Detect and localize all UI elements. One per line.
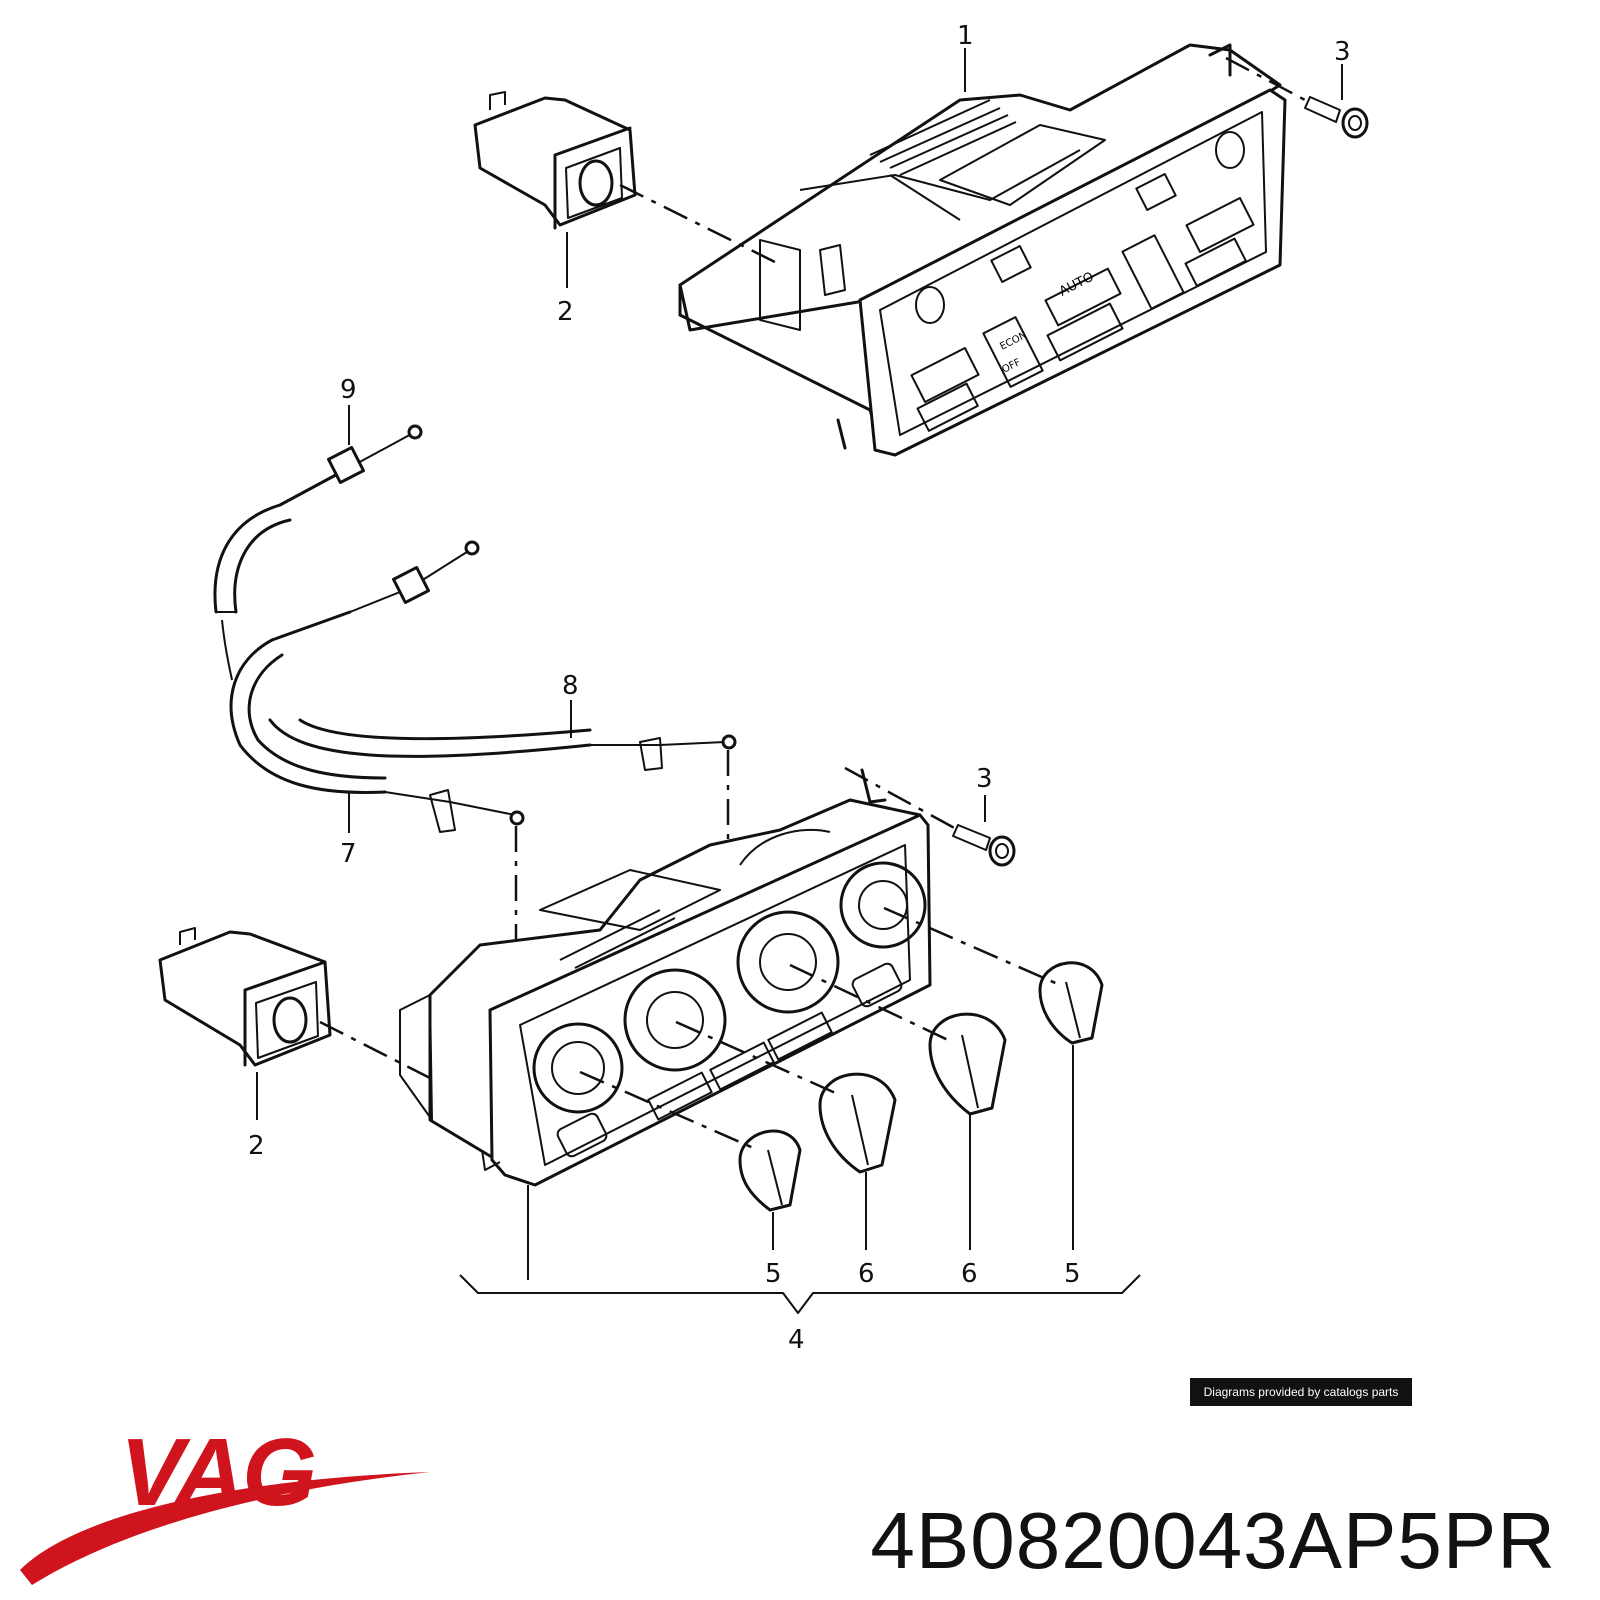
screw-lower: [952, 824, 1016, 867]
callout-3-lower: 3: [976, 764, 993, 794]
vag-logo: VAG: [20, 1419, 430, 1585]
callout-3-upper: 3: [1334, 37, 1351, 67]
logo-swoosh: [20, 1472, 430, 1585]
climate-control-unit-lower: [399, 768, 932, 1187]
climate-control-unit-upper: AUTO ECON OFF: [678, 43, 1287, 457]
callout-2-upper: 2: [557, 297, 574, 327]
callout-5-left: 5: [765, 1259, 782, 1289]
callout-6-right: 6: [961, 1259, 978, 1289]
part-number: 4B0820043AP5PR: [870, 1496, 1556, 1585]
screw-upper: [1304, 96, 1369, 139]
callout-9: 9: [340, 375, 357, 405]
callout-5-right: 5: [1064, 1259, 1081, 1289]
callout-1: 1: [957, 21, 974, 51]
switch-module-upper: [473, 91, 637, 230]
callout-6-left: 6: [858, 1259, 875, 1289]
rotary-knobs: [738, 961, 1104, 1212]
callout-2-lower: 2: [248, 1131, 265, 1161]
callout-4: 4: [788, 1325, 805, 1355]
callout-7: 7: [340, 839, 357, 869]
control-cables: [213, 424, 737, 833]
logo-text: VAG: [120, 1419, 315, 1526]
diagram-credit-label: Diagrams provided by catalogs parts: [1190, 1378, 1412, 1406]
switch-module-lower: [158, 927, 332, 1067]
callout-8: 8: [562, 671, 579, 701]
